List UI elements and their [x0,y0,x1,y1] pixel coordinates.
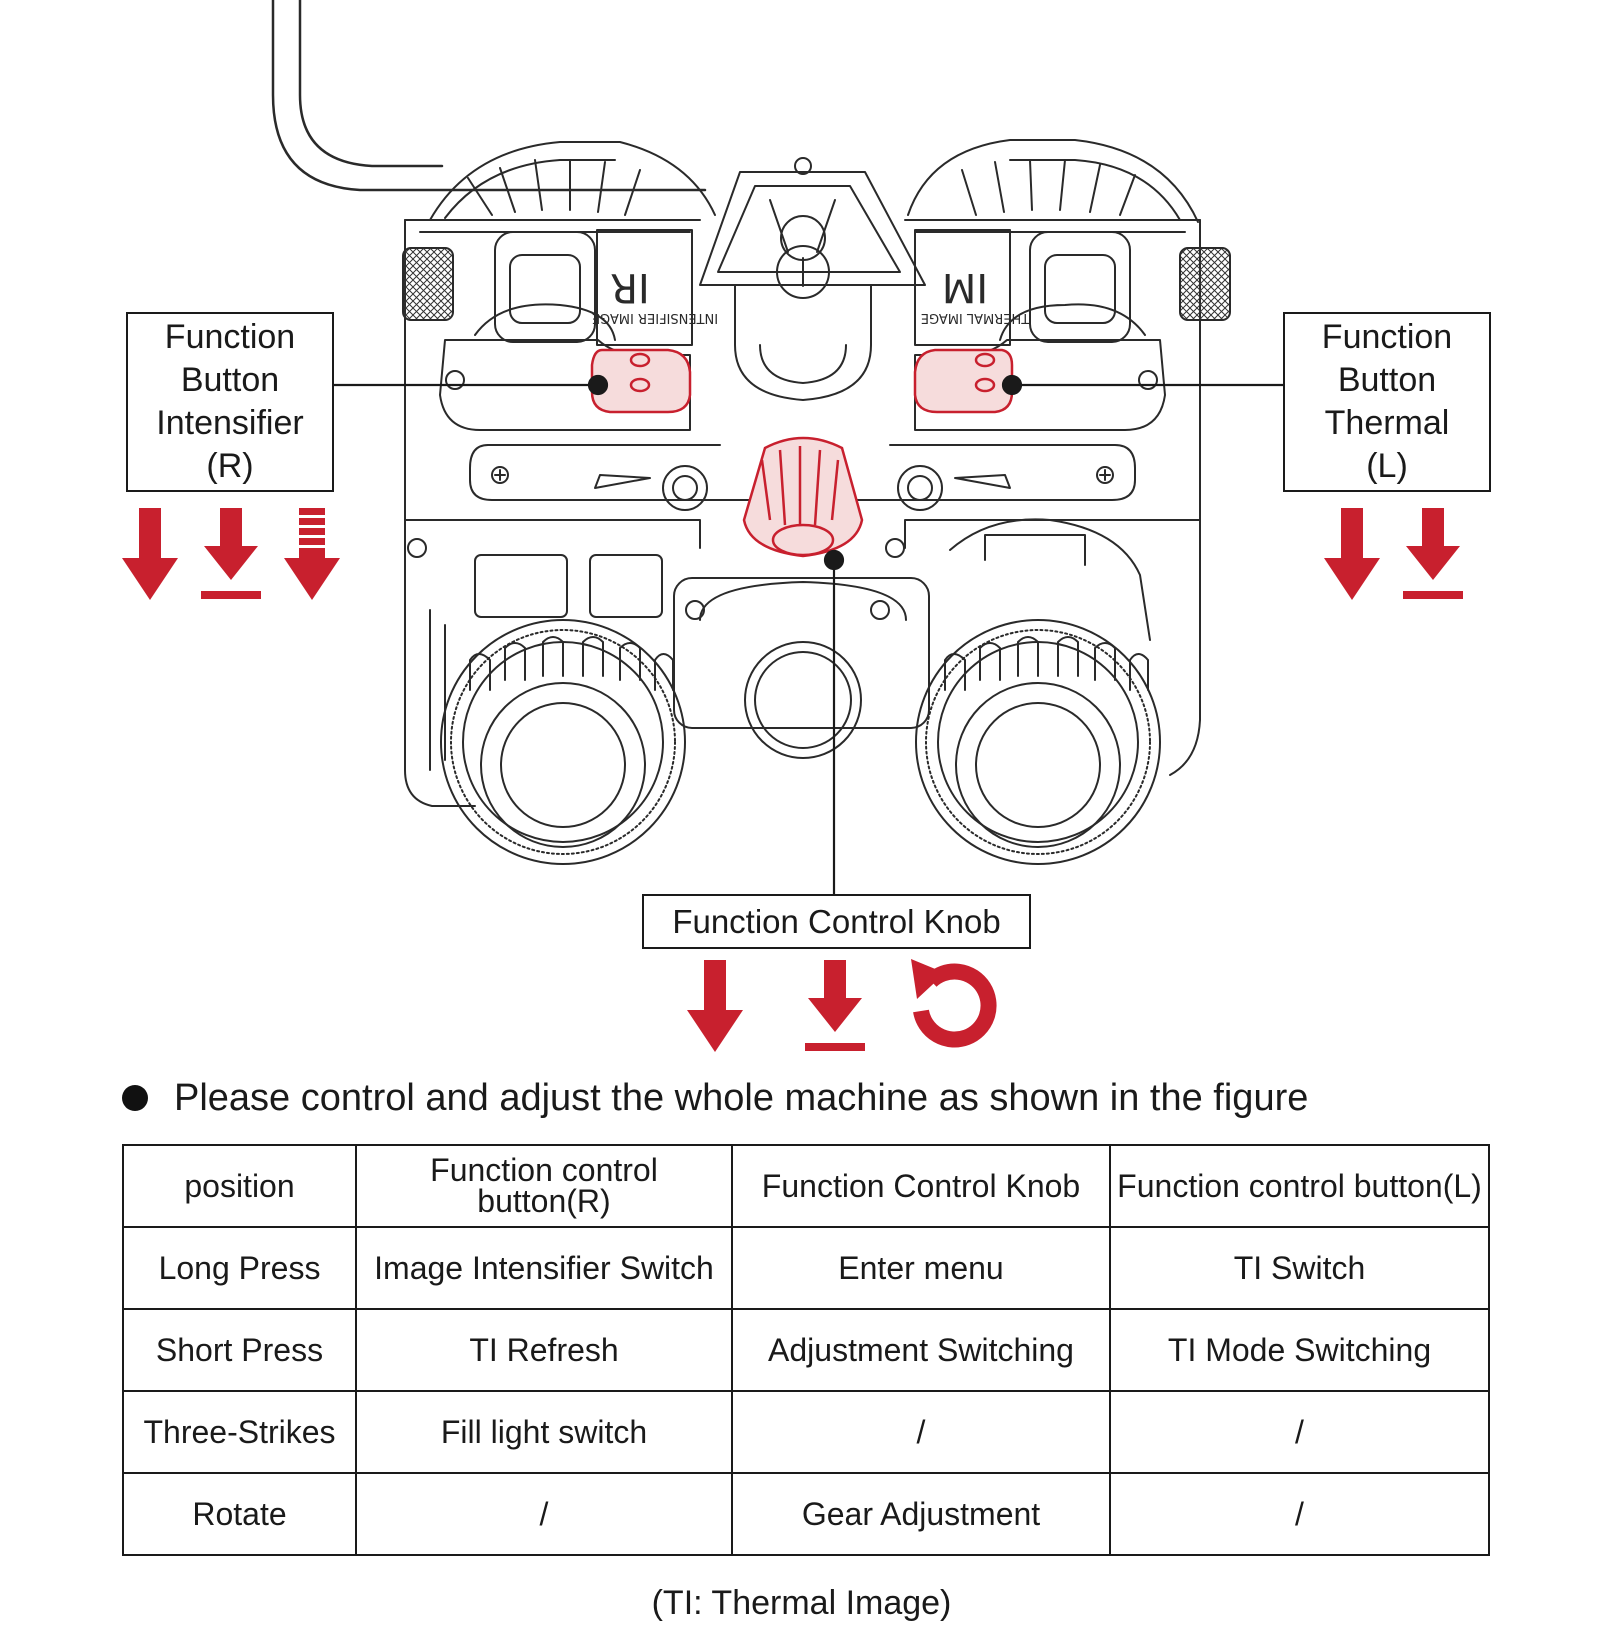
callout-line: Intensifier [156,404,304,442]
callout-line: Function [164,318,296,356]
callout-line: Button [1337,361,1437,399]
instruction-text: Please control and adjust the whole mach… [174,1076,1309,1119]
callout-function-button-intensifier: Function Button Intensifier (R) [126,312,334,492]
callout-line: Button [180,361,280,399]
table-row: Rotate / Gear Adjustment / [122,1472,1490,1556]
table-cell: Rotate [122,1472,357,1556]
right-button-marking: THERMAL IMAGE [921,310,1030,325]
table-cell: TI Switch [1109,1226,1490,1310]
table-row: Long Press Image Intensifier Switch Ente… [122,1226,1490,1310]
table-header-row: position Function control button(R) Func… [122,1144,1490,1228]
short-press-arrow-icon [1403,508,1463,599]
table-cell: TI Mode Switching [1109,1308,1490,1392]
bullet-icon [122,1085,148,1111]
table-cell: / [1109,1390,1490,1474]
table-cell: / [1109,1472,1490,1556]
callout-function-control-knob: Function Control Knob [642,894,1031,949]
table-cell: Adjustment Switching [731,1308,1111,1392]
right-mark: IM [942,264,988,310]
table-row: Three-Strikes Fill light switch / / [122,1390,1490,1474]
triple-press-arrow-icon [284,508,340,600]
callout-line: (L) [1366,447,1408,485]
table-header-cell: Function control button(R) [355,1144,733,1228]
callout-line: Function [1321,318,1453,356]
table-header-cell: position [122,1144,357,1228]
table-cell: TI Refresh [355,1308,733,1392]
short-press-arrow-icon [805,960,865,1051]
long-press-arrow-icon [1324,508,1380,600]
short-press-arrow-icon [201,508,261,599]
table-cell: Fill light switch [355,1390,733,1474]
button-l-highlight[interactable] [913,348,1014,414]
control-knob-highlight[interactable] [742,436,864,558]
control-function-table: position Function control button(R) Func… [122,1144,1490,1556]
footnote: (TI: Thermal Image) [651,1584,952,1622]
rotate-arrow-icon [911,959,997,1048]
left-button-marking: INTENSIFIER IMAGE [592,310,718,325]
table-header-cell: Function Control Knob [731,1144,1111,1228]
callout-label: Function Control Knob [672,903,1001,940]
callout-function-button-thermal: Function Button Thermal (L) [1283,312,1491,492]
callout-line: (R) [206,447,254,485]
table-cell: Gear Adjustment [731,1472,1111,1556]
table-cell: / [355,1472,733,1556]
button-r-highlight[interactable] [590,348,692,414]
table-cell: / [731,1390,1111,1474]
table-cell: Image Intensifier Switch [355,1226,733,1310]
table-cell: Long Press [122,1226,357,1310]
instruction-line: Please control and adjust the whole mach… [122,1070,1308,1126]
table-cell: Short Press [122,1308,357,1392]
long-press-arrow-icon [122,508,178,600]
table-cell: Three-Strikes [122,1390,357,1474]
table-header-cell: Function control button(L) [1109,1144,1490,1228]
table-cell: Enter menu [731,1226,1111,1310]
left-mark: IR [610,264,650,310]
callout-line: Thermal [1324,404,1450,442]
long-press-arrow-icon [687,960,743,1052]
table-row: Short Press TI Refresh Adjustment Switch… [122,1308,1490,1392]
